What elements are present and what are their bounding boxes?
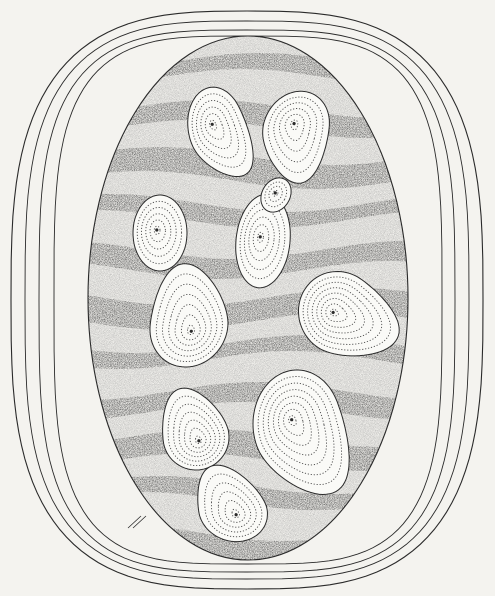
cell-outline	[133, 195, 187, 271]
cell-nucleus	[155, 228, 158, 231]
hatch-mark	[128, 516, 146, 528]
cell-nucleus	[290, 418, 293, 421]
cell-3	[133, 195, 187, 271]
